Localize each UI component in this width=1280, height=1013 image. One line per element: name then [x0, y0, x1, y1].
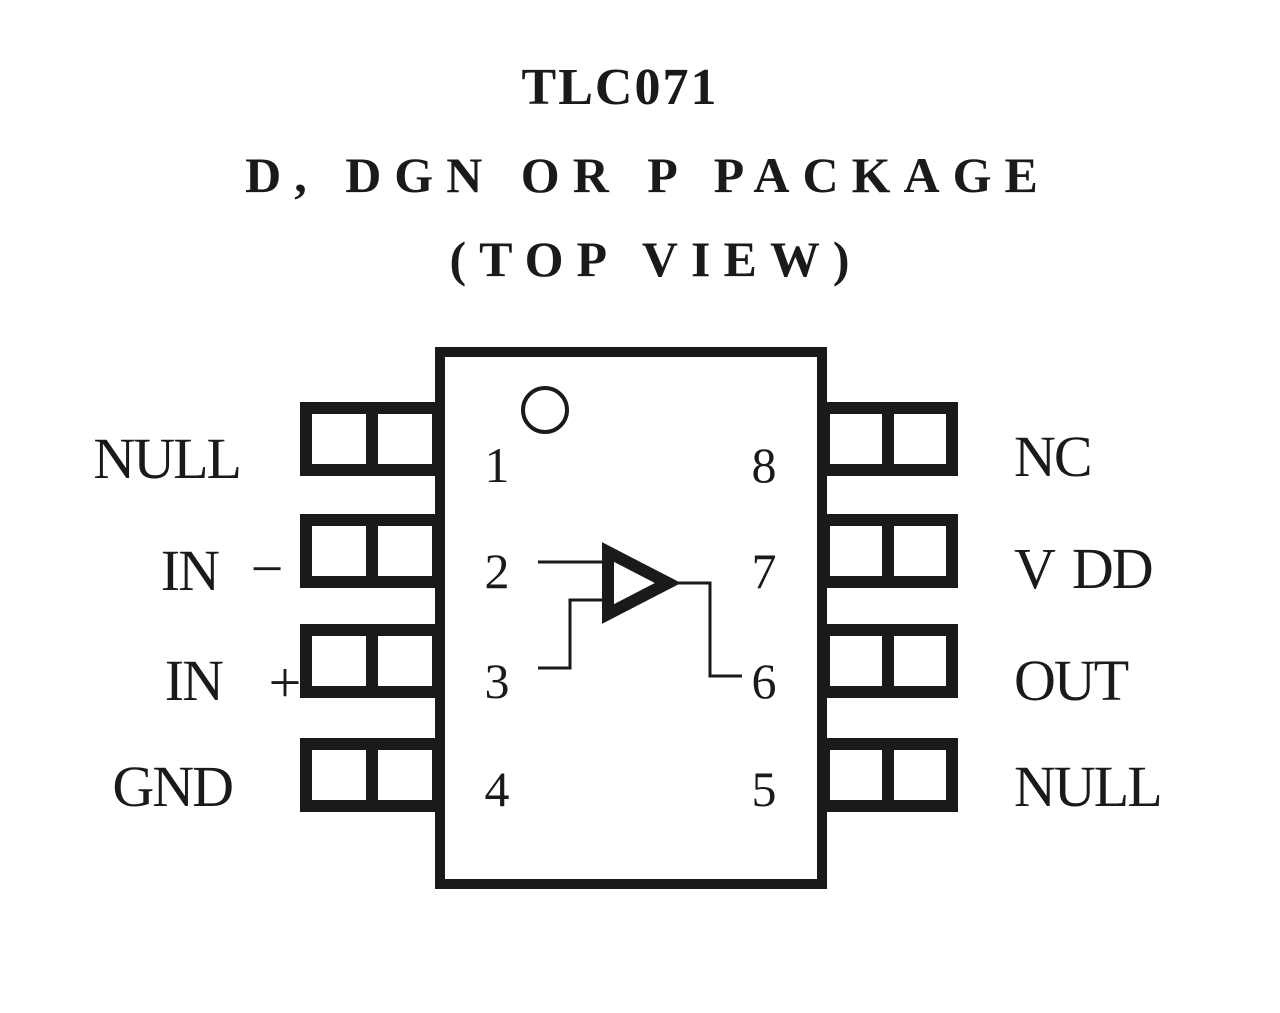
op-amp-triangle — [602, 542, 682, 624]
pin-label-6: OUT — [1014, 648, 1129, 713]
pin-label-2: IN — [161, 538, 219, 603]
noninverting-input-wire — [538, 598, 608, 670]
pin-number-4: 4 — [485, 761, 510, 817]
right-pin-leads — [818, 402, 958, 812]
pin-number-8: 8 — [752, 437, 777, 493]
pin-number-2: 2 — [485, 543, 510, 599]
pin-label-3: IN — [165, 648, 223, 713]
pin-polarity-2: − — [251, 536, 282, 601]
pin-label-5: NULL — [1014, 754, 1161, 819]
view-subtitle: (TOP VIEW) — [450, 231, 863, 287]
pin-label-1: NULL — [93, 426, 240, 491]
pin-lead-8 — [818, 402, 958, 476]
pin-label-7-subscript: DD — [1072, 536, 1152, 601]
ic-body — [435, 347, 827, 889]
pin-number-3: 3 — [485, 653, 510, 709]
pin-lead-4 — [300, 738, 444, 812]
pin-lead-7 — [818, 514, 958, 588]
part-number-title: TLC071 — [522, 59, 719, 116]
pin-lead-2 — [300, 514, 444, 588]
package-subtitle: D, DGN OR P PACKAGE — [245, 147, 1051, 203]
pin-number-7: 7 — [752, 543, 777, 599]
pin-number-6: 6 — [752, 653, 777, 709]
pin-label-4: GND — [112, 754, 232, 819]
pin-label-8: NC — [1014, 424, 1091, 489]
pin-lead-1 — [300, 402, 444, 476]
pin-number-1: 1 — [485, 437, 510, 493]
pin-lead-6 — [818, 624, 958, 698]
pin-lead-3 — [300, 624, 444, 698]
pin1-marker-icon — [521, 386, 569, 434]
left-pin-leads — [300, 402, 444, 812]
pin-number-5: 5 — [752, 761, 777, 817]
pin-label-7-main: V — [1014, 536, 1056, 601]
op-amp-icon — [538, 542, 742, 678]
pin-lead-5 — [818, 738, 958, 812]
output-wire — [668, 581, 742, 678]
pin-polarity-3: + — [269, 650, 300, 715]
